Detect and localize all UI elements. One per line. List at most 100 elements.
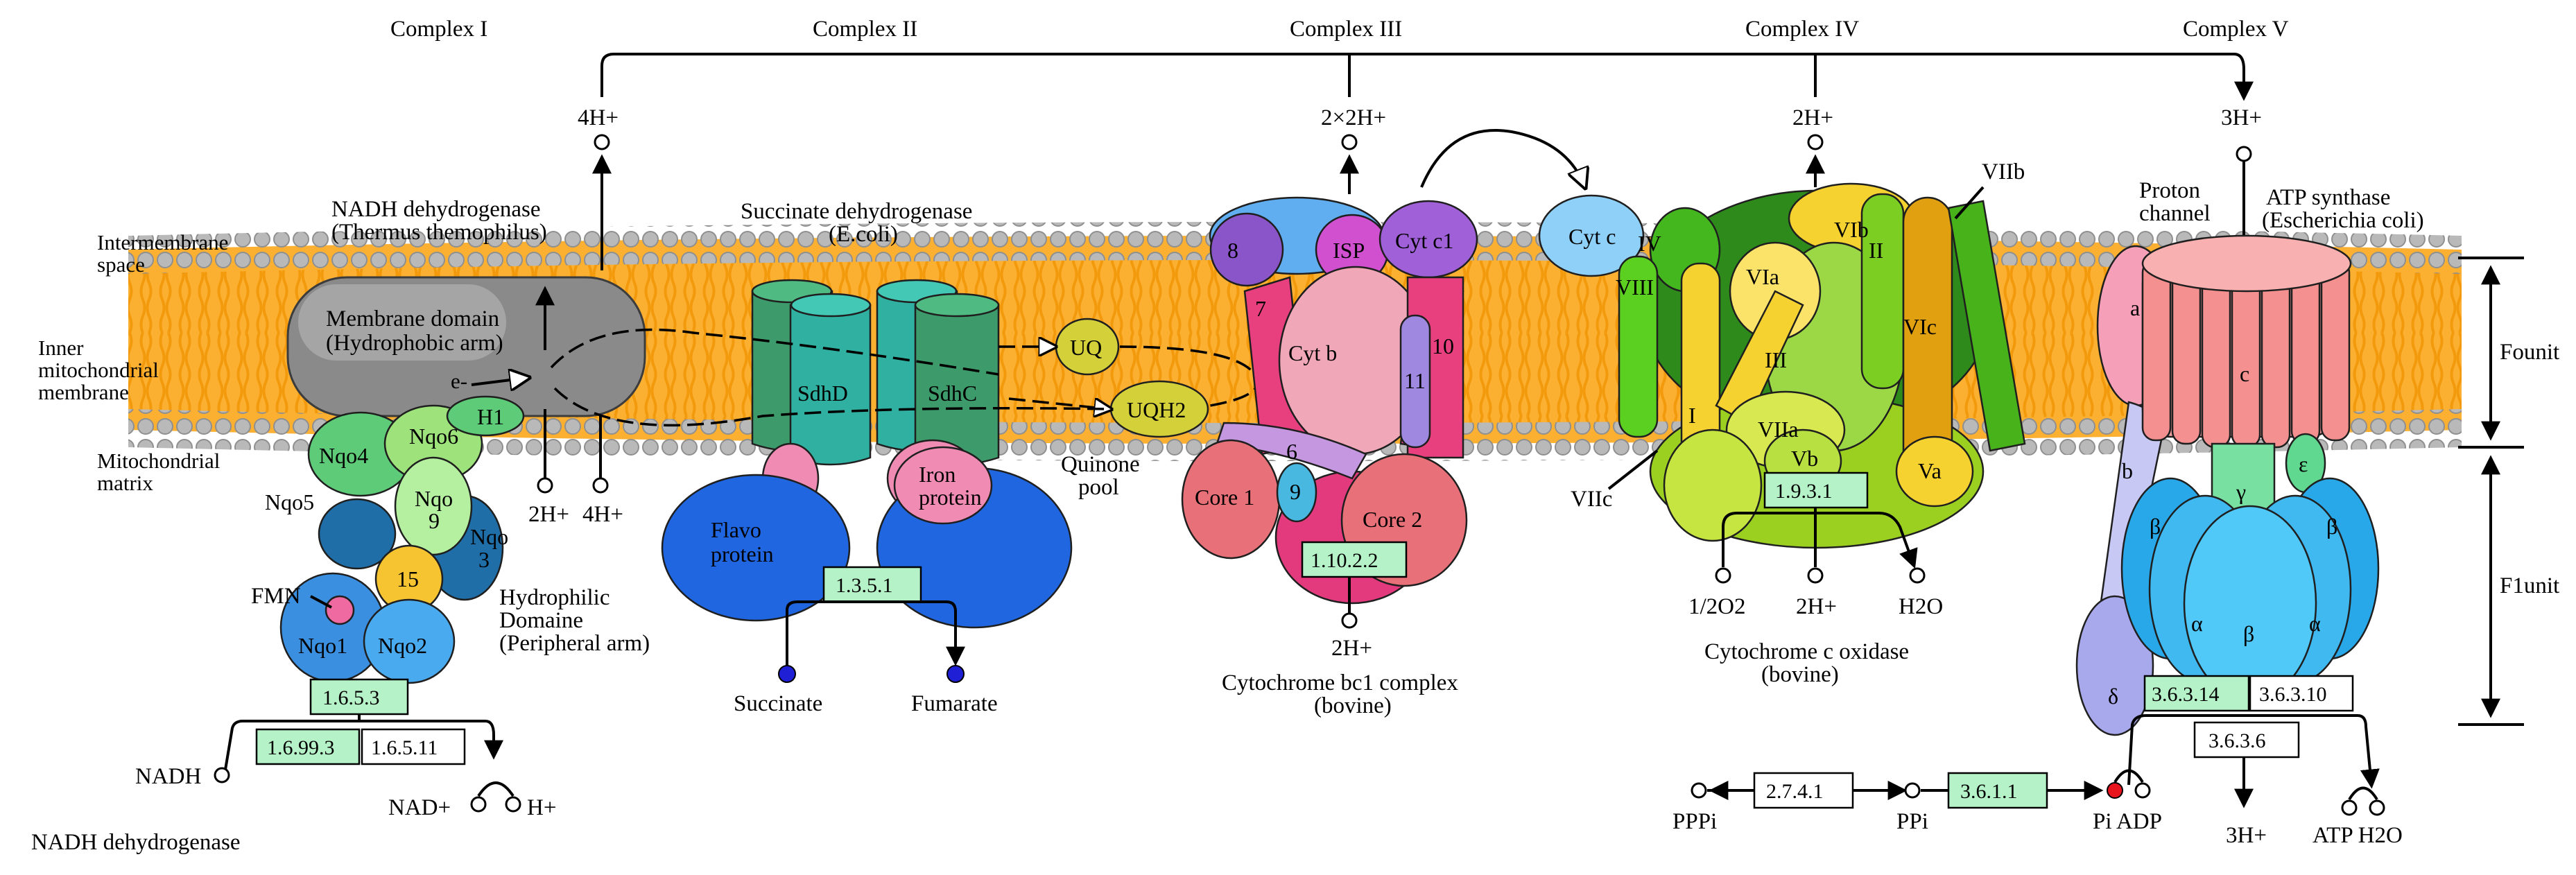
c3-core1: Core 1 bbox=[1195, 485, 1254, 510]
c1-top-proton: 4H+ bbox=[578, 105, 619, 130]
c2-sdhd: SdhD bbox=[797, 381, 848, 406]
c4-iv: IV bbox=[1638, 231, 1661, 256]
c4-iii: III bbox=[1765, 347, 1787, 372]
ec-1-6-5-3[interactable]: 1.6.5.3 bbox=[309, 678, 409, 716]
svg-text:1.6.99.3: 1.6.99.3 bbox=[267, 736, 335, 759]
c1-nqo5: Nqo5 bbox=[265, 490, 314, 514]
c3-s10: 10 bbox=[1432, 333, 1454, 358]
fo-unit-label: Founit bbox=[2500, 340, 2559, 365]
c5-delta: δ bbox=[2108, 684, 2118, 709]
c1-electron: e- bbox=[451, 369, 467, 393]
ec-2-7-4-1[interactable]: 2.7.4.1 bbox=[1753, 772, 1854, 809]
c1-nqo1: Nqo1 bbox=[298, 633, 347, 658]
c5-bottom-proton: 3H+ bbox=[2226, 823, 2267, 848]
c5-pi-adp: Pi ADP bbox=[2093, 809, 2162, 834]
c5-alpha-left: α bbox=[2191, 611, 2203, 636]
c1-s15: 15 bbox=[397, 566, 419, 591]
c3-cytb: Cyt b bbox=[1288, 340, 1337, 365]
ec-3-6-3-14[interactable]: 3.6.3.14 bbox=[2143, 675, 2250, 712]
c5-channel-2: channel bbox=[2139, 201, 2211, 226]
c3-s6: 6 bbox=[1286, 439, 1297, 464]
ec-3-6-3-10[interactable]: 3.6.3.10 bbox=[2249, 675, 2354, 712]
c1-nad: NAD+ bbox=[388, 795, 451, 820]
c4-vic: VIc bbox=[1903, 314, 1937, 339]
c2-iron-2: protein bbox=[919, 485, 982, 510]
c1-hydrophilic-1: Hydrophilic bbox=[499, 585, 610, 610]
c3-core2: Core 2 bbox=[1363, 507, 1422, 532]
c5-organism: (Escherichia coli) bbox=[2262, 208, 2424, 233]
inner-membrane-label-1: Inner bbox=[38, 336, 84, 360]
ec-1-6-5-11[interactable]: 1.6.5.11 bbox=[361, 728, 466, 765]
c4-viii: VIII bbox=[1616, 275, 1654, 300]
pp-pppi: PPPi bbox=[1672, 809, 1717, 834]
c2-organism: (E.coli) bbox=[829, 222, 898, 247]
svg-text:3.6.1.1: 3.6.1.1 bbox=[1960, 780, 2018, 803]
c2-quinone-2: pool bbox=[1078, 475, 1119, 500]
c3-organism: (bovine) bbox=[1314, 693, 1392, 718]
c1-name: NADH dehydrogenase bbox=[331, 197, 541, 222]
c2-uqh2: UQH2 bbox=[1127, 397, 1186, 422]
c5-c: c bbox=[2240, 361, 2249, 386]
c4-via: VIa bbox=[1746, 264, 1779, 289]
c5-a: a bbox=[2130, 295, 2140, 320]
c4-i: I bbox=[1688, 403, 1696, 428]
complex-iii: 8 ISP Cyt c1 7 Cyt b 10 11 6 Core 1 9 Co… bbox=[1181, 128, 1584, 718]
top-proton-markers: 4H+ 2×2H+ 2H+ 3H+ bbox=[578, 105, 2262, 270]
c5-gamma: γ bbox=[2236, 479, 2246, 504]
complex-iv-title: Complex IV bbox=[1745, 17, 1859, 42]
c1-organism: (Thermus themophilus) bbox=[331, 220, 547, 245]
ec-3-6-3-6[interactable]: 3.6.3.6 bbox=[2193, 721, 2300, 759]
svg-text:1.6.5.11: 1.6.5.11 bbox=[371, 736, 438, 759]
c1-hydrophilic-2: Domaine bbox=[499, 608, 583, 633]
complex-ii-title: Complex II bbox=[813, 17, 917, 42]
matrix-label-1: Mitochondrial bbox=[97, 449, 220, 473]
inner-membrane-label-2: mitochondrial bbox=[38, 358, 159, 382]
c4-half-o2: 1/2O2 bbox=[1688, 594, 1746, 619]
c5-beta-center: β bbox=[2243, 621, 2254, 646]
svg-text:3.6.3.14: 3.6.3.14 bbox=[2152, 683, 2220, 706]
c3-name: Cytochrome bc1 complex bbox=[1222, 670, 1458, 695]
c3-isp: ISP bbox=[1333, 238, 1365, 263]
c3-s9: 9 bbox=[1290, 479, 1301, 504]
c5-atp-h2o: ATP H2O bbox=[2313, 823, 2403, 848]
svg-text:1.6.5.3: 1.6.5.3 bbox=[322, 686, 380, 709]
c3-cyt-c1: Cyt c1 bbox=[1395, 228, 1453, 253]
c2-flavo-1: Flavo bbox=[711, 517, 761, 542]
complex-iv: Cyt c IV VIII VIb VIa III II VIc VIIb I … bbox=[1538, 159, 2026, 687]
c4-va: Va bbox=[1918, 458, 1942, 483]
c5-beta-right: β bbox=[2326, 514, 2337, 539]
c3-s7: 7 bbox=[1255, 296, 1266, 321]
intermembrane-label-1: Intermembrane bbox=[97, 230, 228, 254]
c4-cyt-c: Cyt c bbox=[1568, 224, 1616, 249]
ec-1-10-2-2[interactable]: 1.10.2.2 bbox=[1301, 541, 1408, 578]
complex-i: NADH dehydrogenase (Thermus themophilus)… bbox=[31, 197, 650, 855]
c1-bottom-proton-b: 4H+ bbox=[582, 502, 623, 527]
c1-hydrophilic-3: (Peripheral arm) bbox=[499, 631, 650, 656]
c1-membrane-label-1: Membrane domain bbox=[326, 306, 499, 331]
c4-viic: VIIc bbox=[1571, 487, 1612, 512]
svg-text:3.6.3.10: 3.6.3.10 bbox=[2259, 683, 2327, 706]
ec-1-6-99-3[interactable]: 1.6.99.3 bbox=[255, 728, 361, 765]
ec-1-3-5-1[interactable]: 1.3.5.1 bbox=[822, 566, 922, 603]
c4-top-proton: 2H+ bbox=[1792, 105, 1833, 130]
c4-viib: VIIb bbox=[1982, 159, 2025, 184]
inner-membrane-label-3: membrane bbox=[38, 380, 129, 404]
c5-alpha-right: α bbox=[2309, 611, 2321, 636]
svg-text:1.9.3.1: 1.9.3.1 bbox=[1775, 480, 1833, 503]
c1-nqo9: Nqo bbox=[415, 486, 453, 511]
c1-h1: H1 bbox=[477, 404, 504, 429]
c4-organism: (bovine) bbox=[1761, 662, 1839, 687]
c2-uq: UQ bbox=[1070, 335, 1102, 360]
c1-bottom-title: NADH dehydrogenase bbox=[31, 830, 241, 855]
c3-top-proton: 2×2H+ bbox=[1321, 105, 1386, 130]
c3-s11: 11 bbox=[1404, 368, 1426, 393]
ec-1-9-3-1[interactable]: 1.9.3.1 bbox=[1763, 471, 1869, 509]
c4-ii: II bbox=[1869, 238, 1883, 263]
c1-fmn: FMN bbox=[251, 584, 301, 609]
region-labels: Intermembrane space Inner mitochondrial … bbox=[38, 230, 228, 495]
svg-text:3.6.3.6: 3.6.3.6 bbox=[2208, 729, 2266, 752]
c1-nqo3: Nqo bbox=[470, 524, 508, 549]
c2-fumarate: Fumarate bbox=[911, 691, 998, 716]
c2-name: Succinate dehydrogenase bbox=[741, 199, 972, 224]
ec-3-6-1-1[interactable]: 3.6.1.1 bbox=[1947, 772, 2048, 809]
